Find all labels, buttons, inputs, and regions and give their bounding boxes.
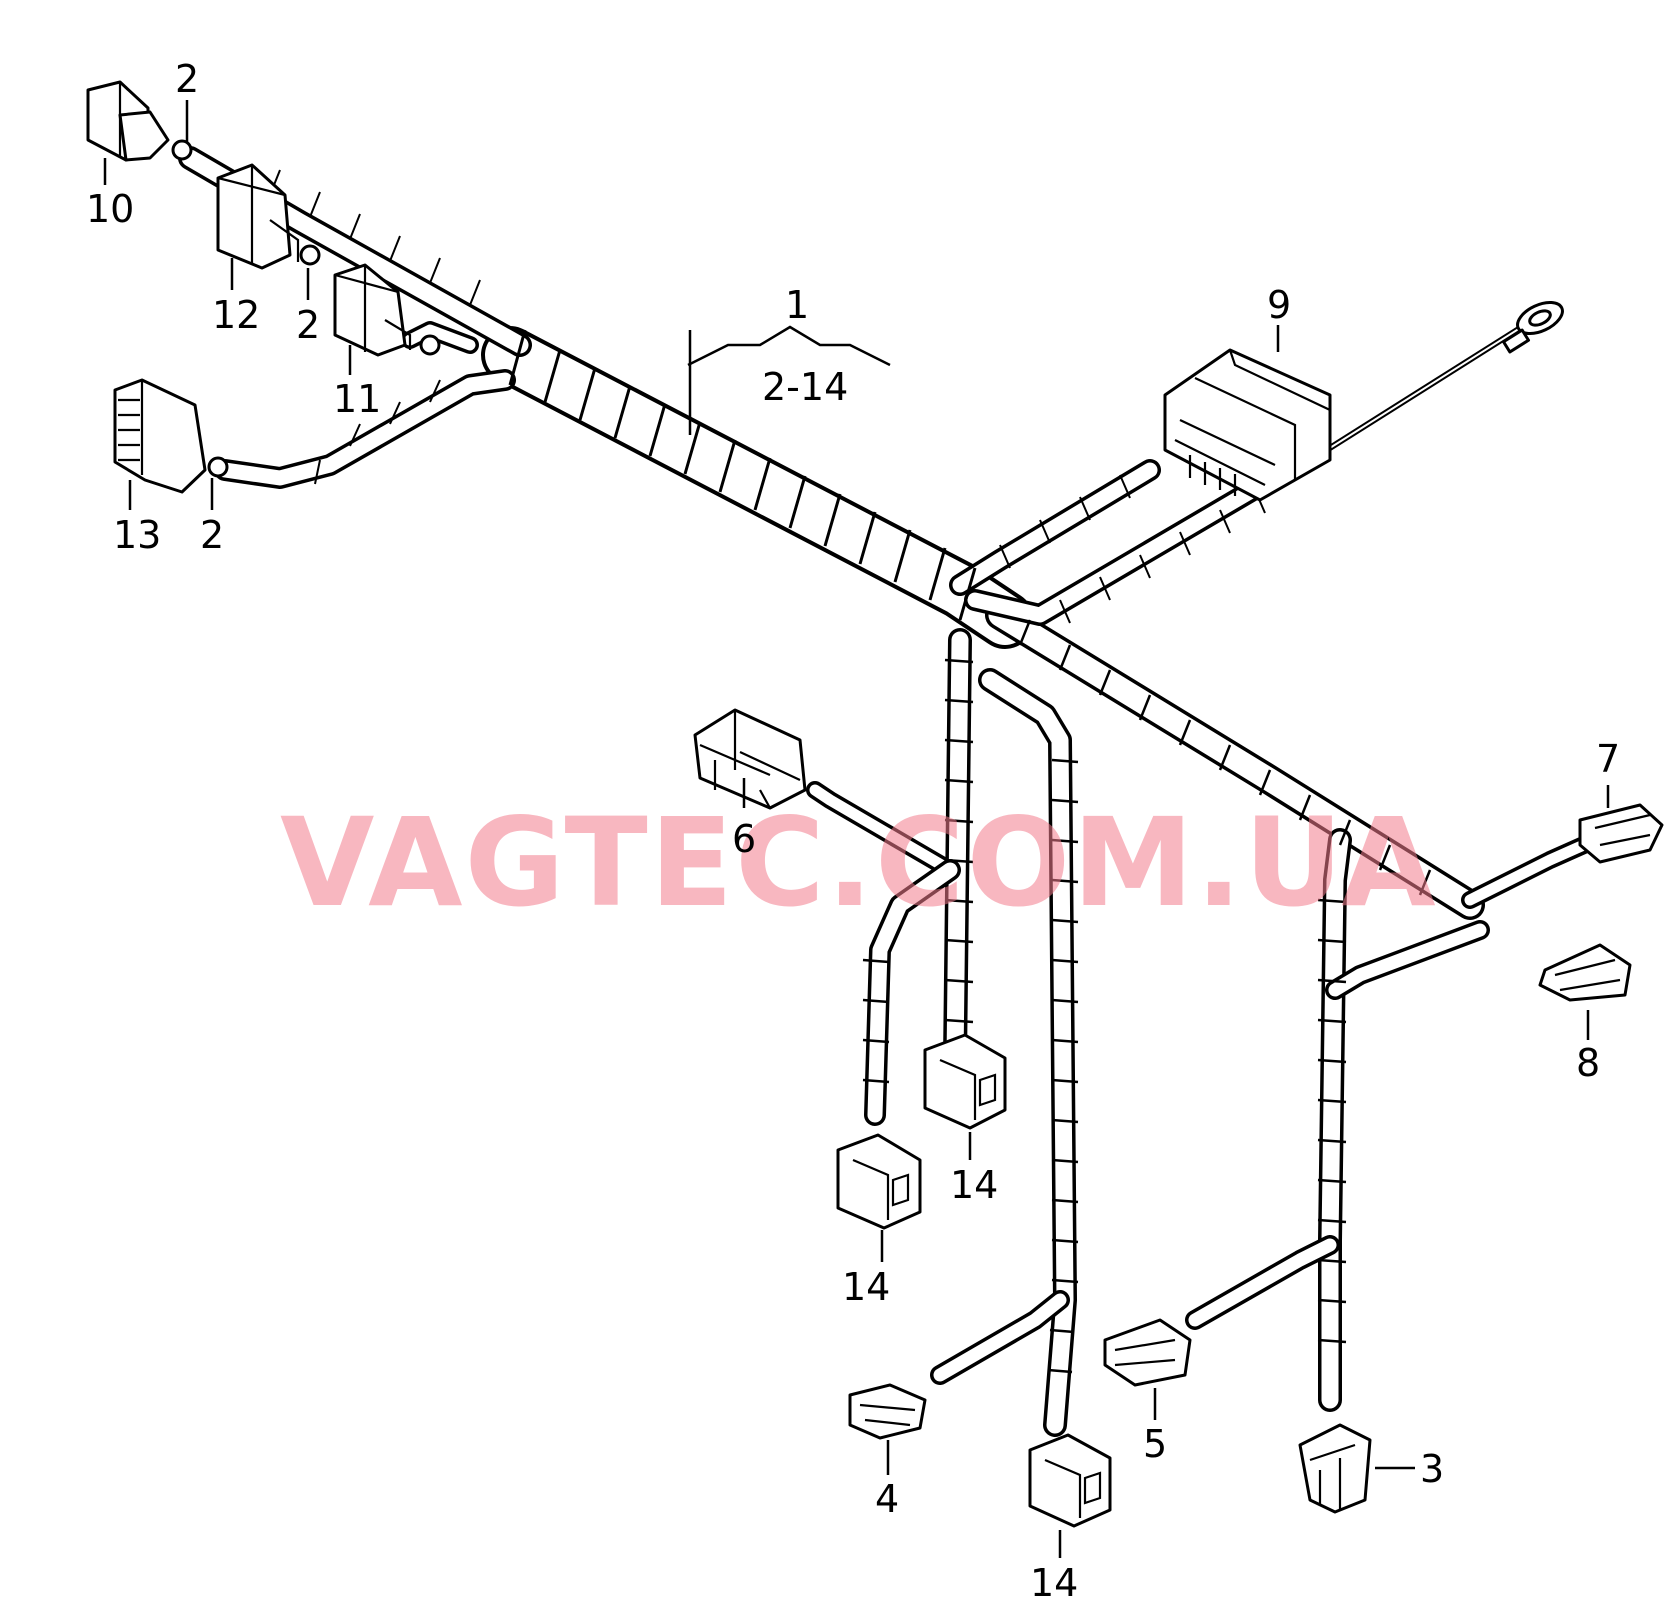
callout-3: 3 bbox=[1420, 1447, 1444, 1491]
callout-range: 2-14 bbox=[762, 365, 848, 409]
callout-8: 8 bbox=[1576, 1041, 1600, 1085]
connector-11 bbox=[333, 263, 441, 357]
connector-3 bbox=[1298, 1423, 1372, 1514]
ground-eyelet bbox=[1501, 300, 1564, 354]
callout-2c: 2 bbox=[200, 513, 224, 557]
connector-4 bbox=[848, 1383, 927, 1440]
callout-2a: 2 bbox=[175, 57, 199, 101]
connector-14-middle bbox=[923, 1033, 1007, 1130]
connector-13 bbox=[113, 378, 229, 494]
bracket-1 bbox=[687, 325, 891, 367]
connector-6 bbox=[693, 708, 807, 810]
connector-5 bbox=[1103, 1318, 1192, 1387]
callout-13: 13 bbox=[113, 513, 161, 557]
leader-lines bbox=[103, 100, 1610, 1558]
tape-wraps bbox=[269, 169, 1432, 1374]
callout-14-left: 14 bbox=[842, 1265, 890, 1309]
callout-2b: 2 bbox=[296, 303, 320, 347]
callout-7: 7 bbox=[1596, 737, 1620, 781]
callout-4: 4 bbox=[875, 1477, 899, 1521]
connector-14-left bbox=[836, 1133, 922, 1230]
grommet-2b bbox=[299, 244, 321, 266]
grommet-2a bbox=[171, 139, 193, 161]
callout-11: 11 bbox=[333, 377, 381, 421]
connector-7 bbox=[1578, 803, 1664, 864]
callout-12: 12 bbox=[212, 293, 260, 337]
callout-9: 9 bbox=[1267, 283, 1291, 327]
callout-1: 1 bbox=[785, 283, 809, 327]
connector-10 bbox=[86, 80, 193, 162]
callout-14-middle: 14 bbox=[950, 1163, 998, 1207]
connector-12 bbox=[216, 163, 321, 270]
connector-9 bbox=[1163, 348, 1332, 502]
connector-14-bottom bbox=[1028, 1433, 1112, 1528]
callout-6: 6 bbox=[732, 817, 756, 861]
watermark: VAGTEC.COM.UA bbox=[280, 792, 1438, 934]
callout-10: 10 bbox=[86, 187, 134, 231]
grommet-2d bbox=[207, 456, 229, 478]
callout-labels: 2 10 12 2 11 13 2 1 2-14 9 6 7 8 14 14 1… bbox=[86, 57, 1620, 1605]
connector-8 bbox=[1538, 943, 1632, 1002]
grommet-2c bbox=[419, 334, 441, 356]
callout-5: 5 bbox=[1143, 1422, 1167, 1466]
callout-14-bottom: 14 bbox=[1030, 1561, 1078, 1605]
